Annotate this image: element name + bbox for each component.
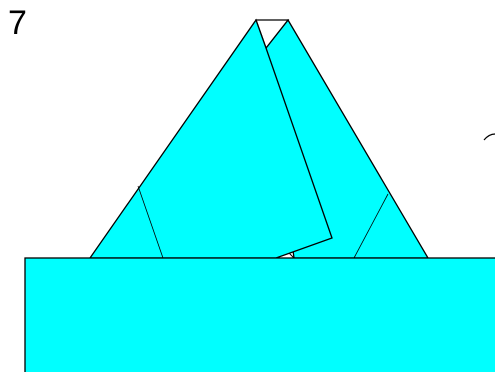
curved-arrow-icon [484,134,495,140]
base-rectangle [25,258,495,372]
